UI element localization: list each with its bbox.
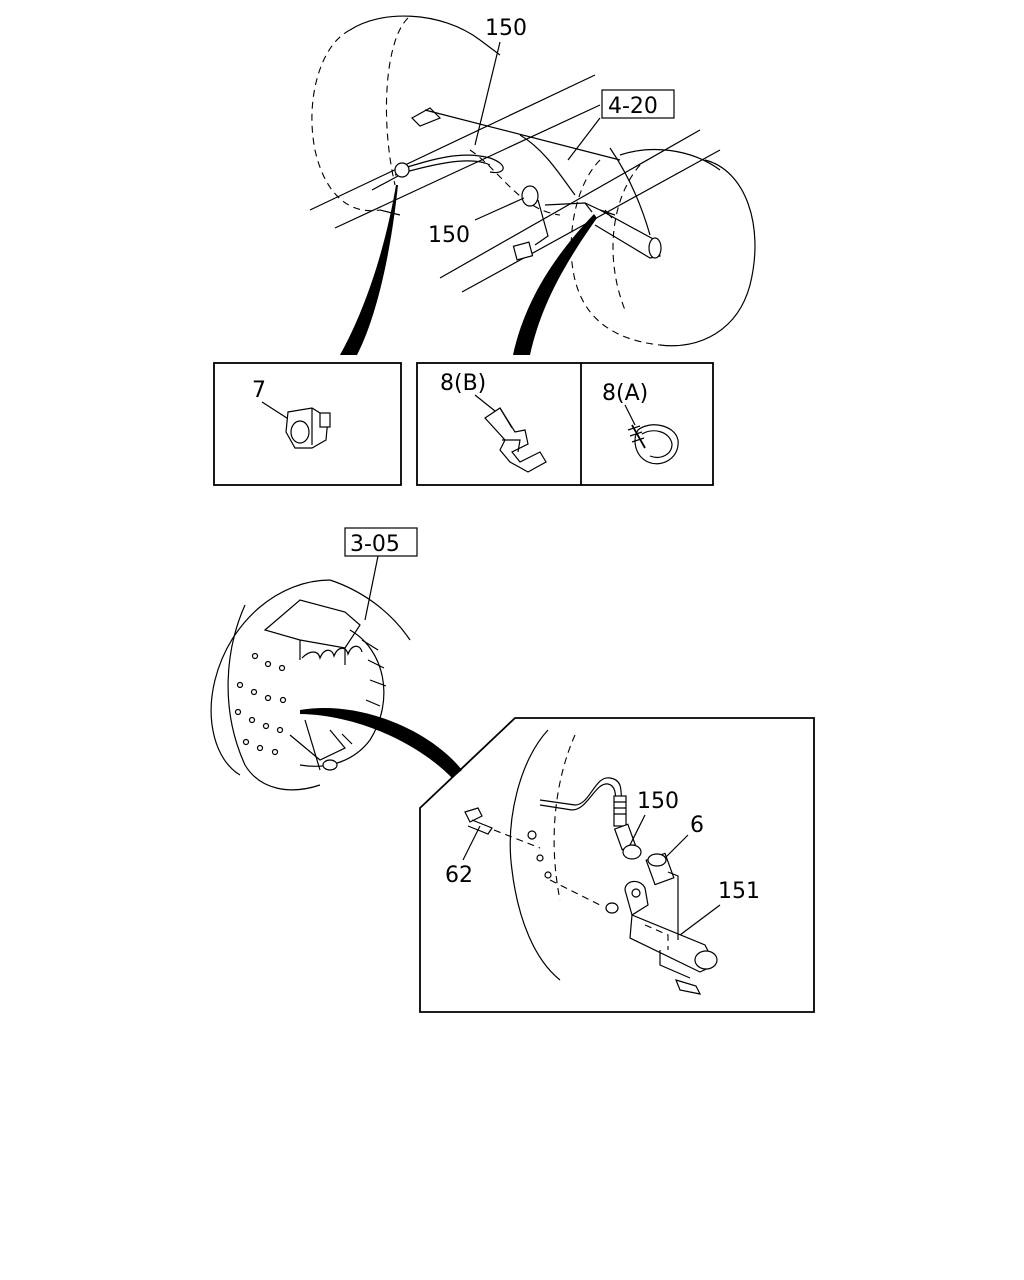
callout-150-top: 150 (474, 16, 527, 146)
part-8b-label: 8(B) (440, 371, 486, 396)
part-7-label: 7 (252, 378, 266, 403)
sensor-harness (371, 154, 616, 261)
detail-sensor-mount (419, 717, 815, 1013)
sensor-sleeve (645, 852, 675, 886)
callout-150-mid: 150 (428, 197, 525, 248)
left-wheel-drum (311, 15, 501, 216)
detail-box-8: 8(B) 8(A) (416, 362, 714, 486)
clip-part-8b (484, 407, 547, 473)
right-wheel-drum (570, 148, 756, 347)
callout-150-detail: 150 (629, 789, 679, 846)
callout-6: 6 (664, 813, 704, 859)
leader-wedge-right (513, 214, 597, 355)
clip-part-7 (285, 407, 331, 449)
axle-assembly (309, 15, 756, 355)
drum-rivet-holes (234, 652, 287, 756)
brake-drum-assembly (210, 579, 462, 791)
sensor-bracket (624, 880, 718, 995)
reference-4-20: 4-20 (567, 89, 675, 161)
reference-4-20-label: 4-20 (608, 94, 658, 119)
callout-150-top-label: 150 (485, 16, 527, 41)
part-151-label: 151 (718, 879, 760, 904)
part-62-label: 62 (445, 863, 473, 888)
part-6-label: 6 (690, 813, 704, 838)
reference-3-05-label: 3-05 (350, 532, 400, 557)
callout-151: 151 (679, 879, 760, 936)
clip-part-8a (627, 424, 679, 465)
part-8a-label: 8(A) (602, 381, 648, 406)
leader-wedge-left (340, 185, 398, 355)
bolt-62 (464, 807, 541, 849)
axle-beams (309, 74, 721, 293)
reference-3-05: 3-05 (344, 527, 418, 621)
leader-wedge-brake (300, 708, 462, 778)
callout-62: 62 (445, 825, 481, 888)
callout-150-detail-label: 150 (637, 789, 679, 814)
callout-150-mid-label: 150 (428, 223, 470, 248)
detail-box-7: 7 (213, 362, 402, 486)
